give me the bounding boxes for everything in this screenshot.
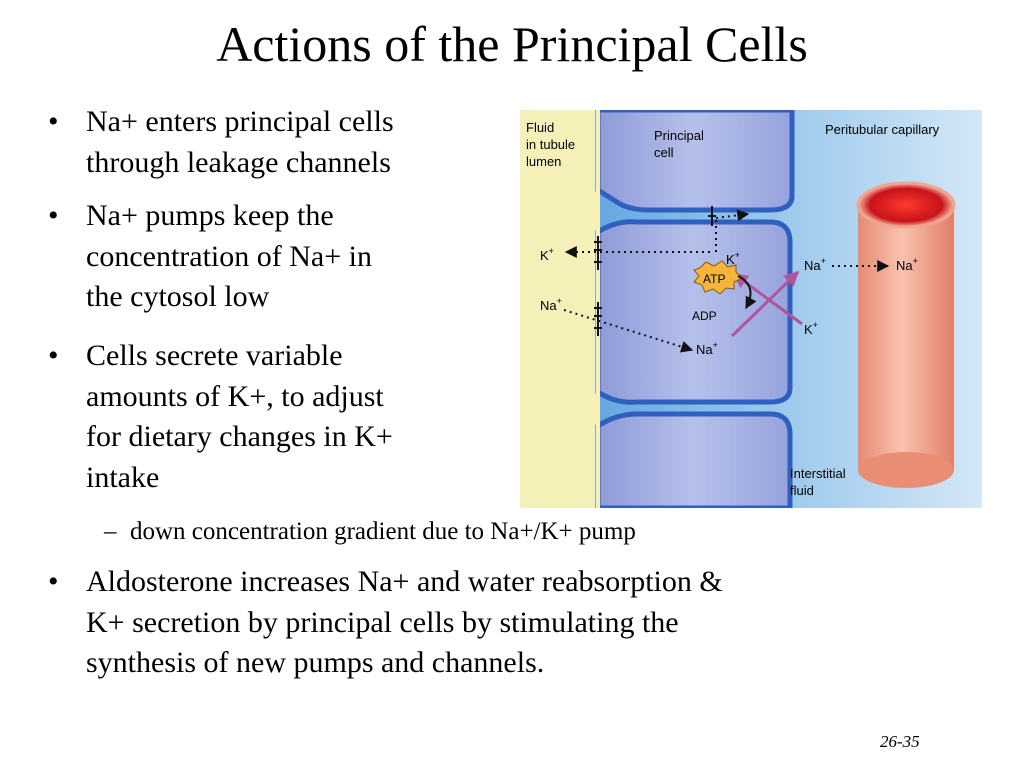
k-pump-label: K+ [804, 320, 818, 337]
bullet-text-leakage: Na+ enters principal cells through leaka… [86, 105, 394, 179]
lumen-label: lumen [526, 154, 561, 169]
atp-label: ATP [703, 272, 725, 286]
channel-icon [594, 206, 716, 336]
bullet-text-pumps: Na+ pumps keep the concentration of Na+ … [86, 199, 372, 313]
adp-label: ADP [692, 309, 717, 323]
atp-icon [693, 260, 743, 295]
cell-label: cell [654, 145, 674, 160]
na-entry-arrow [563, 309, 694, 353]
interstitial-label: fluid [790, 483, 814, 498]
na-pump-label: Na+ [804, 256, 826, 273]
cell-label: Principal [654, 128, 704, 143]
k-lumen-label: K+ [540, 246, 554, 263]
principal-cell [595, 219, 793, 405]
capillary-label: Peritubular capillary [825, 122, 940, 137]
lumen-region [520, 110, 598, 508]
bullet-marker: • [48, 105, 59, 138]
na-capillary-label: Na+ [896, 256, 918, 273]
bullet-text-secrete: Cells secrete variable amounts of K+, to… [86, 339, 393, 494]
bullet-marker: • [48, 199, 59, 232]
lumen-label: in tubule [526, 137, 575, 152]
principal-cell-diagram: Fluid in tubule lumen Principal cell Per… [520, 107, 982, 511]
lumen-label: Fluid [526, 120, 554, 135]
sub-bullet-marker: – [104, 518, 117, 545]
na-lumen-label: Na+ [540, 296, 562, 313]
bullet-marker: • [48, 339, 59, 372]
k-cell-label: K+ [726, 250, 740, 267]
slide-number: 26-35 [880, 732, 920, 751]
atp-hydrolysis-arrow [737, 275, 757, 310]
bullet-text-aldosterone: Aldosterone increases Na+ and water reab… [86, 565, 723, 679]
bullet-marker: • [48, 565, 59, 598]
principal-cell-figure: Fluid in tubule lumen Principal cell Per… [520, 107, 982, 511]
na-cell-label: Na+ [696, 340, 718, 357]
sub-bullet-text: down concentration gradient due to Na+/K… [130, 518, 636, 545]
slide-title: Actions of the Principal Cells [216, 16, 808, 72]
interstitial-label: Interstitial [790, 466, 846, 481]
peritubular-capillary [856, 181, 956, 488]
cell-column [595, 107, 795, 511]
na-pump-arrow [730, 270, 800, 338]
